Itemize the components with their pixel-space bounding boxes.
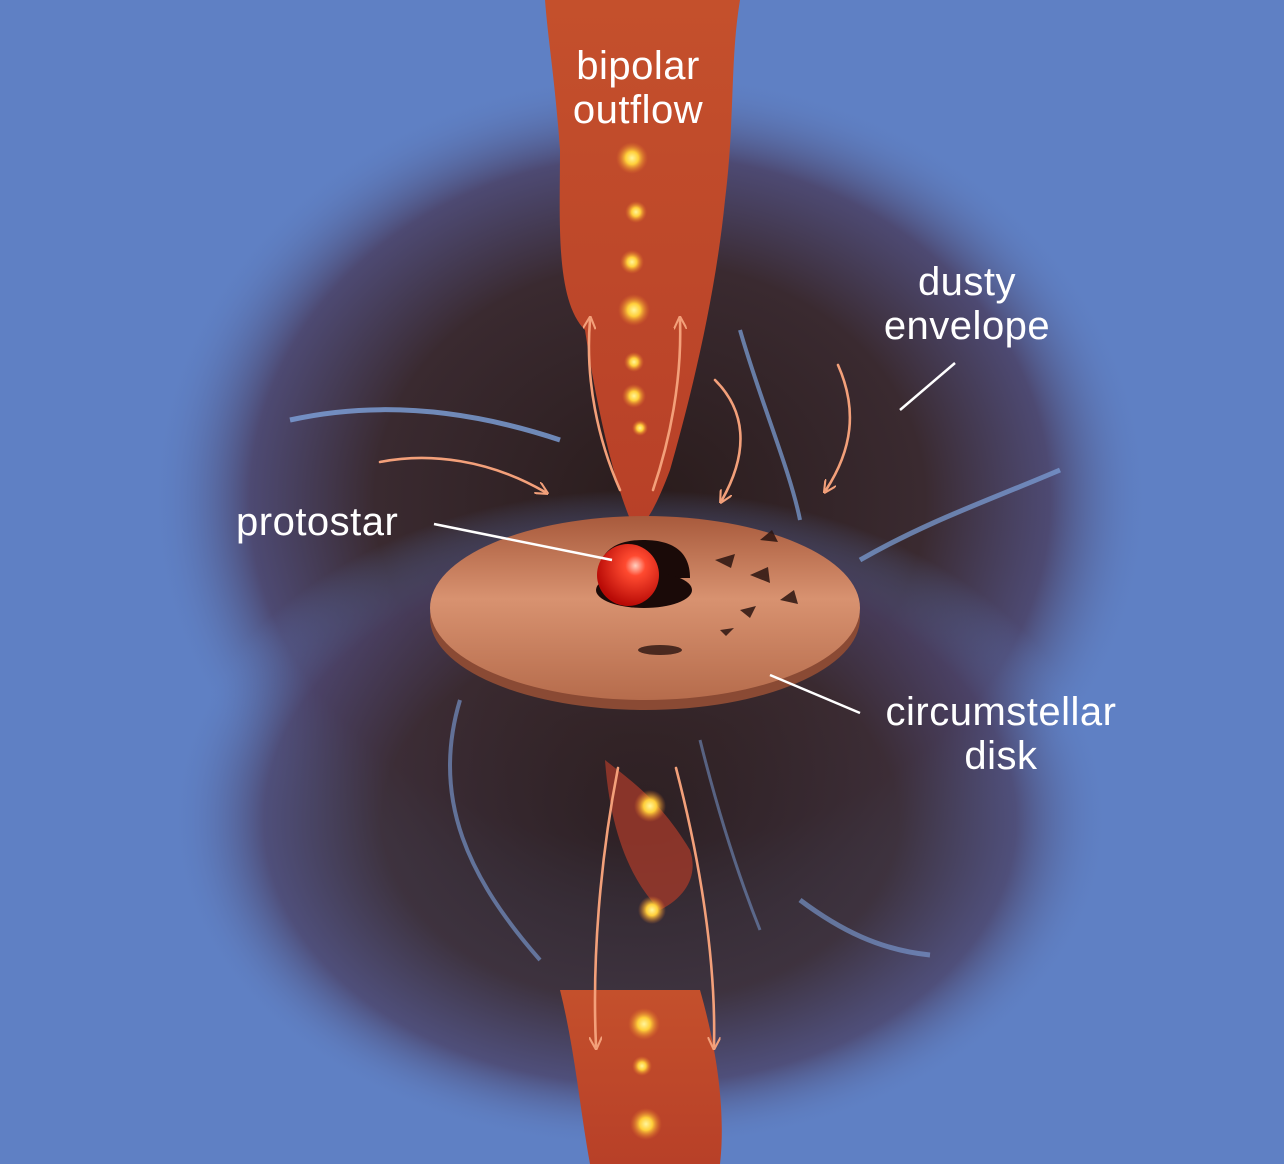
protostar-leader-line [433,522,613,562]
protostar-label: protostar [236,500,399,544]
flow-arrows [378,320,852,1046]
circumstellar-disk [430,516,860,710]
bipolar-outflow-label: bipolar outflow [548,44,728,132]
circumstellar-disk-label-line-2: disk [964,734,1038,778]
bipolar-outflow-label-line-1: bipolar [576,44,700,88]
disk-leader-line [769,673,861,715]
dusty-envelope-label-line-2: envelope [883,304,1051,348]
dusty-envelope-label-line-1: dusty [917,260,1017,304]
envelope-leader-line [899,362,956,411]
circumstellar-disk-label-line-1: circumstellar [885,690,1117,734]
protostar-sphere [597,544,659,606]
leader-lines [433,362,956,715]
bipolar-outflow-label-line-2: outflow [572,88,704,132]
circumstellar-disk-label: circumstellar disk [868,690,1134,778]
dusty-envelope-label: dusty envelope [872,260,1062,348]
bipolar-outflow-jet [545,0,740,1164]
